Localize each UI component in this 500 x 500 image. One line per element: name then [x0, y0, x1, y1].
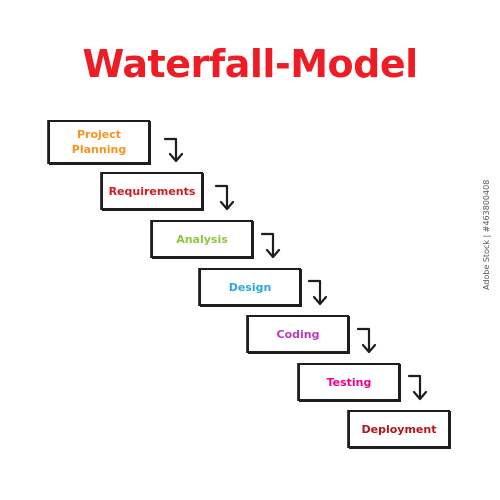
step-testing: Testing [298, 363, 400, 401]
step-requirements: Requirements [101, 172, 203, 210]
step-label: Testing [326, 375, 372, 389]
step-label-line: Project [76, 128, 122, 141]
step-coding: Coding [247, 315, 349, 353]
step-label: Coding [276, 327, 320, 341]
step-design: Design [199, 268, 301, 306]
arrow-down-icon [163, 137, 184, 163]
step-label: Project Planning [72, 127, 126, 157]
step-label: Deployment [361, 422, 437, 436]
stock-watermark-id: Adobe Stock | #463800408 [482, 179, 491, 290]
arrow-down-icon [214, 184, 235, 211]
step-label: Design [228, 280, 272, 294]
step-label: Requirements [108, 184, 196, 198]
arrow-down-icon [356, 327, 377, 354]
arrow-down-icon [260, 232, 281, 259]
step-label: Analysis [176, 232, 228, 246]
arrow-down-icon [307, 279, 328, 306]
step-project-planning: Project Planning [48, 120, 150, 164]
step-analysis: Analysis [151, 220, 253, 258]
arrow-down-icon [407, 374, 428, 401]
diagram-title: Waterfall-Model [82, 42, 418, 86]
step-deployment: Deployment [348, 410, 450, 448]
step-label-line: Planning [71, 143, 127, 156]
